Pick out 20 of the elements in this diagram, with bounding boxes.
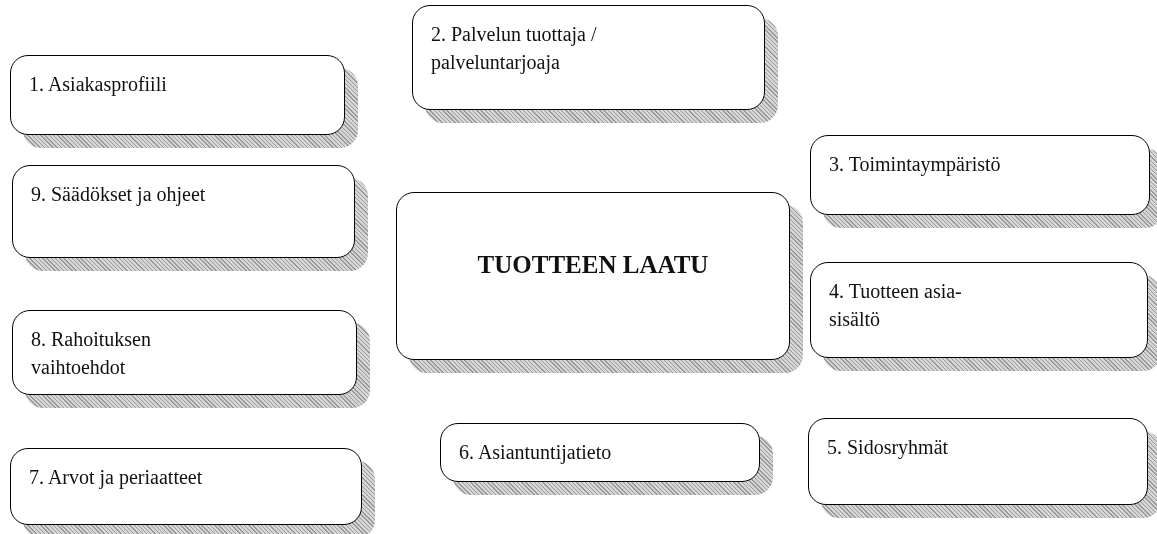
rounded-box (808, 418, 1148, 505)
rounded-box (10, 448, 362, 525)
box-label: 7. Arvot ja periaatteet (29, 465, 204, 491)
heading: TUOTTEEN LAATU (476, 251, 710, 279)
box-label: 3. Toimintaympäristö (829, 152, 1002, 178)
rounded-box (12, 310, 357, 395)
box-label: 4. Tuotteen asia-sisältö (829, 279, 963, 332)
box-label: 5. Sidosryhmät (827, 435, 950, 461)
box-label: 9. Säädökset ja ohjeet (31, 182, 207, 208)
rounded-box (10, 55, 345, 135)
rounded-box (12, 165, 355, 258)
box-label: 2. Palvelun tuottaja / palveluntarjoaja (431, 22, 598, 76)
rounded-box (810, 135, 1150, 215)
box-label: 8. Rahoituksen vaihtoehdot (31, 327, 152, 380)
box-label: 1. Asiakasprofiili (29, 72, 168, 98)
rounded-box (440, 423, 760, 482)
box-label: 6. Asiantuntijatieto (459, 440, 613, 466)
rounded-box (412, 5, 765, 110)
rounded-box (810, 262, 1148, 358)
rounded-box (396, 192, 790, 360)
